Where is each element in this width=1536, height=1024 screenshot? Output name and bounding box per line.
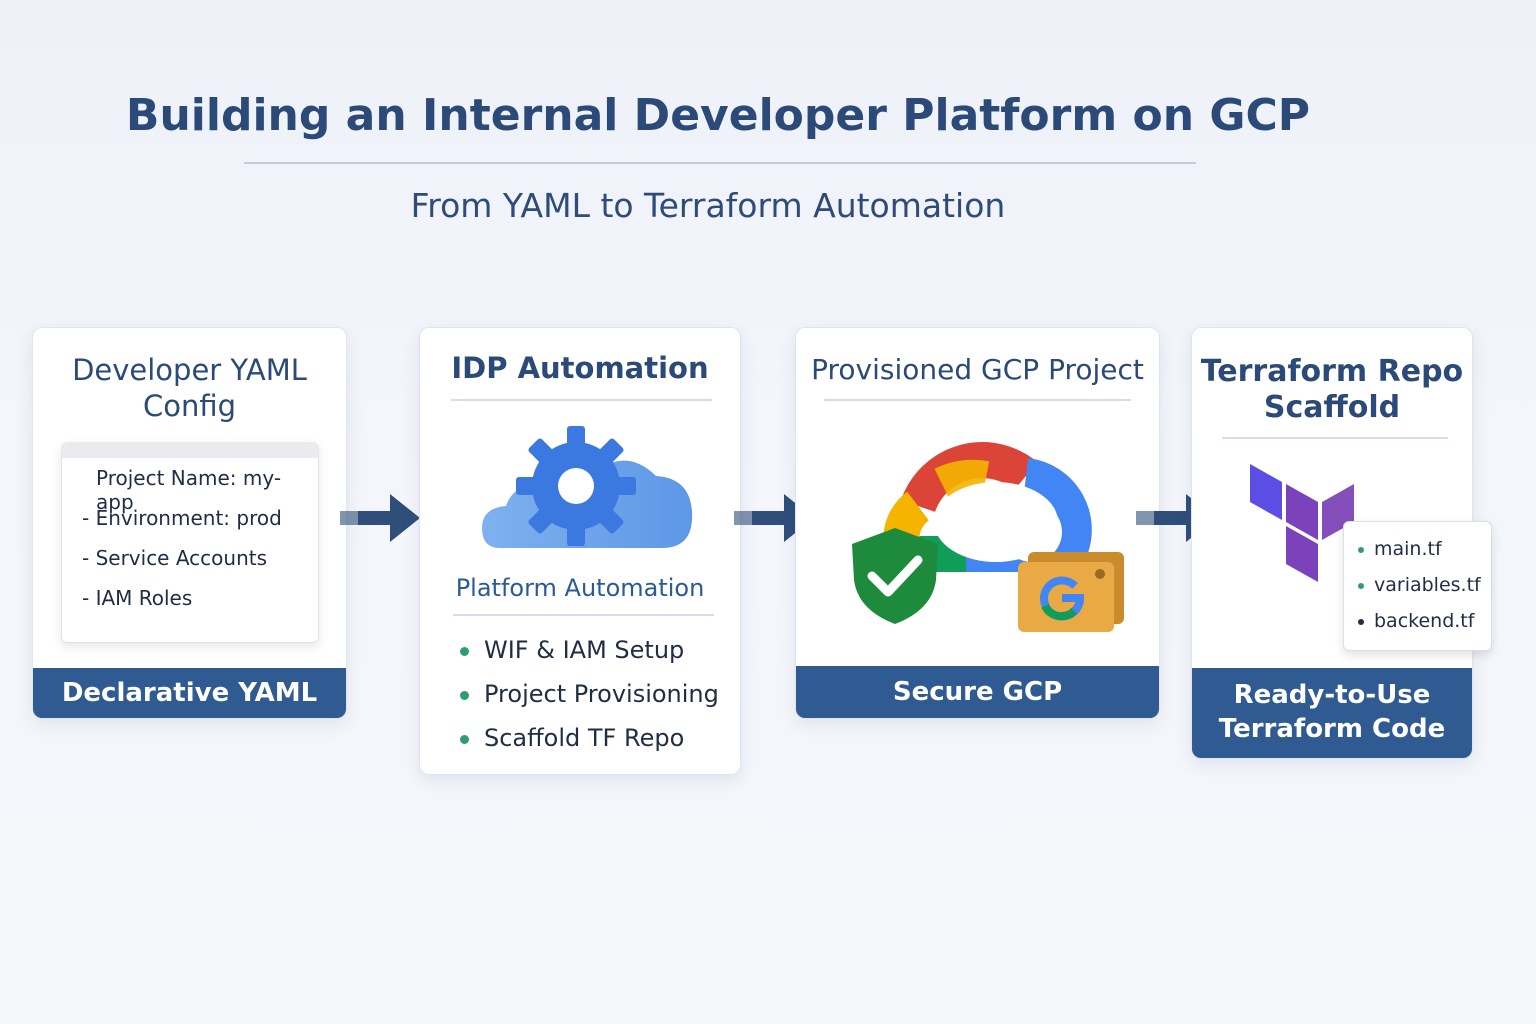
file-name: backend.tf: [1374, 610, 1475, 632]
list-item: WIF & IAM Setup: [460, 630, 719, 674]
gcp-folder-icon: [1018, 552, 1124, 632]
card-title-line: Scaffold: [1263, 390, 1401, 425]
bullet-text: Scaffold TF Repo: [484, 724, 685, 752]
automation-bullet-list: WIF & IAM Setup Project Provisioning Sca…: [460, 630, 719, 762]
step-card-idp-automation: IDP Automation Platform Automa: [419, 327, 741, 775]
yaml-line: Project Name: my-app: [96, 466, 282, 514]
bullet-dot: [1358, 546, 1364, 553]
list-item: Project Provisioning: [460, 674, 719, 718]
card-title-line: Config: [142, 389, 237, 423]
card-title-line: Developer YAML: [72, 353, 307, 387]
card-divider: [453, 614, 714, 616]
gear-cloud-icon: [482, 426, 693, 548]
yaml-line: - Service Accounts: [82, 546, 268, 570]
list-item: Scaffold TF Repo: [460, 718, 719, 762]
card-divider: [1222, 437, 1448, 439]
card-title-line: Terraform Repo: [1200, 354, 1464, 389]
footer-line: Terraform Code: [1218, 714, 1446, 744]
step-card-gcp-project: Provisioned GCP Project Secure GCP Envir…: [795, 327, 1160, 719]
file-name: variables.tf: [1374, 574, 1481, 596]
page-title: Building an Internal Developer Platform …: [125, 90, 1311, 141]
card-title: Terraform Repo Scaffold: [1192, 354, 1472, 426]
bullet-dot: [460, 735, 469, 744]
list-item: variables.tf: [1358, 574, 1481, 596]
shield-check-icon: [852, 528, 938, 624]
bullet-dot: [460, 647, 469, 656]
list-item: backend.tf: [1358, 610, 1474, 632]
flow-arrow-icon: [340, 494, 420, 542]
terraform-file-list: main.tf variables.tf backend.tf: [1343, 521, 1492, 651]
terraform-logo-icon: [1250, 464, 1354, 582]
card-title: IDP Automation: [451, 351, 709, 385]
bullet-text: WIF & IAM Setup: [484, 636, 685, 664]
step-card-developer-yaml: Developer YAML Config Project Name: my-a…: [32, 327, 347, 719]
page-subtitle: From YAML to Terraform Automation: [410, 186, 1006, 225]
bullet-text: Project Provisioning: [484, 680, 719, 708]
footer-line: Ready-to-Use: [1233, 680, 1431, 710]
card-title: Provisioned GCP Project: [811, 353, 1144, 386]
bullet-dot: [1358, 618, 1364, 625]
card-footer: Declarative YAML: [33, 668, 346, 718]
yaml-line: - IAM Roles: [82, 586, 193, 610]
yaml-snippet: Project Name: my-app - Environment: prod…: [61, 442, 319, 643]
card-footer: Secure GCP Environment: [796, 666, 1159, 718]
list-item: main.tf: [1358, 538, 1442, 560]
yaml-line: - Environment: prod: [82, 506, 282, 530]
card-divider: [824, 399, 1131, 401]
bullet-dot: [460, 691, 469, 700]
card-title: Developer YAML Config: [33, 352, 346, 424]
file-name: main.tf: [1374, 538, 1442, 560]
card-footer: Ready-to-Use Terraform Code: [1192, 668, 1472, 758]
card-divider: [451, 399, 712, 401]
bullet-dot: [1358, 582, 1364, 589]
automation-label: Platform Automation: [455, 574, 705, 602]
title-divider: [244, 162, 1196, 164]
